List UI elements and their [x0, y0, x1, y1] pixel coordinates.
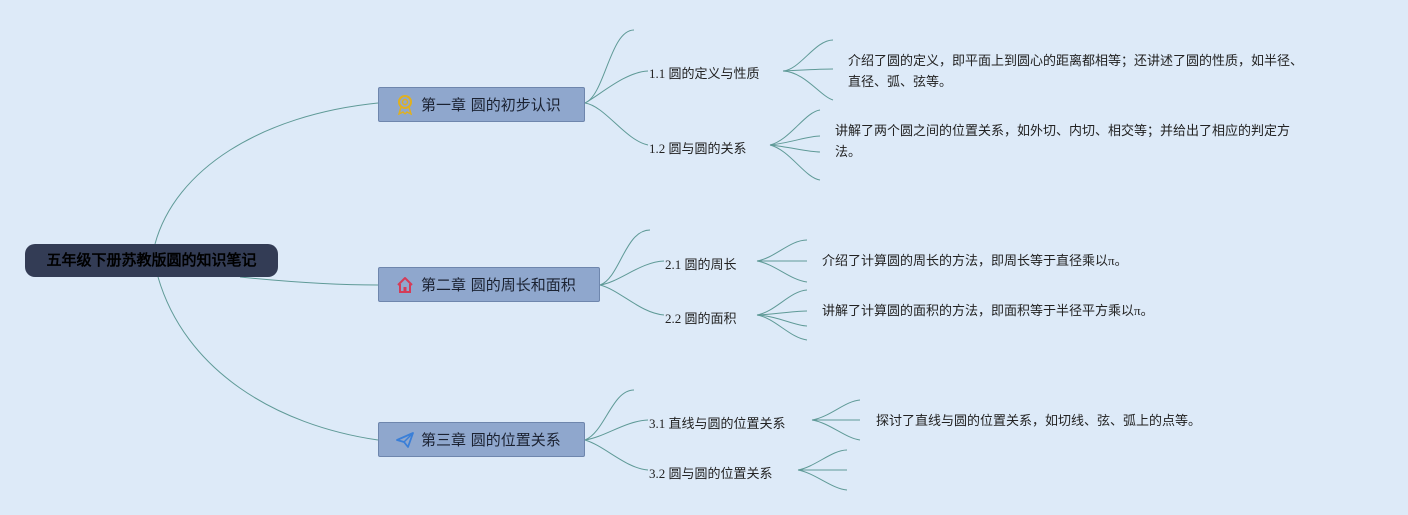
desc-2-1-line-1: 介绍了计算圆的周长的方法，即周长等于直径乘以π。 [822, 253, 1128, 268]
desc-2-1: 介绍了计算圆的周长的方法，即周长等于直径乘以π。 [822, 250, 1128, 271]
house-icon [395, 275, 415, 295]
desc-1-1-line-1: 介绍了圆的定义，即平面上到圆心的距离都相等；还讲述了圆的性质，如半径、 [848, 53, 1304, 68]
desc-1-2: 讲解了两个圆之间的位置关系，如外切、内切、相交等；并给出了相应的判定方 法。 [835, 120, 1290, 162]
section-2-1[interactable]: 2.1 圆的周长 [665, 257, 737, 272]
root-title: 五年级下册苏教版圆的知识笔记 [46, 251, 257, 269]
chapter-label-2: 第二章 圆的周长和面积 [421, 276, 576, 294]
section-3-2[interactable]: 3.2 圆与圆的位置关系 [649, 466, 773, 481]
desc-3-1: 探讨了直线与圆的位置关系，如切线、弦、弧上的点等。 [876, 410, 1201, 431]
chapter-node-1[interactable]: 第一章 圆的初步认识 [378, 87, 585, 122]
desc-1-2-line-1: 讲解了两个圆之间的位置关系，如外切、内切、相交等；并给出了相应的判定方 [835, 123, 1291, 138]
chapter-label-3: 第三章 圆的位置关系 [421, 431, 561, 449]
section-3-1[interactable]: 3.1 直线与圆的位置关系 [649, 416, 786, 431]
ribbon-badge-icon [395, 94, 415, 115]
desc-1-1: 介绍了圆的定义，即平面上到圆心的距离都相等；还讲述了圆的性质，如半径、 直径、弧… [848, 50, 1303, 92]
chapter-node-2[interactable]: 第二章 圆的周长和面积 [378, 267, 600, 302]
desc-3-1-line-1: 探讨了直线与圆的位置关系，如切线、弦、弧上的点等。 [876, 413, 1202, 428]
chapter-node-3[interactable]: 第三章 圆的位置关系 [378, 422, 585, 457]
section-1-2[interactable]: 1.2 圆与圆的关系 [649, 141, 747, 156]
desc-2-2: 讲解了计算圆的面积的方法，即面积等于半径平方乘以π。 [822, 300, 1154, 321]
desc-1-2-line-2: 法。 [835, 144, 862, 159]
paper-plane-icon [395, 430, 415, 450]
desc-1-1-line-2: 直径、弧、弦等。 [848, 74, 953, 89]
section-2-2[interactable]: 2.2 圆的面积 [665, 311, 737, 326]
chapter-label-1: 第一章 圆的初步认识 [421, 96, 561, 114]
root-node[interactable]: 五年级下册苏教版圆的知识笔记 [25, 244, 278, 277]
desc-2-2-line-1: 讲解了计算圆的面积的方法，即面积等于半径平方乘以π。 [822, 303, 1154, 318]
section-1-1[interactable]: 1.1 圆的定义与性质 [649, 66, 760, 81]
